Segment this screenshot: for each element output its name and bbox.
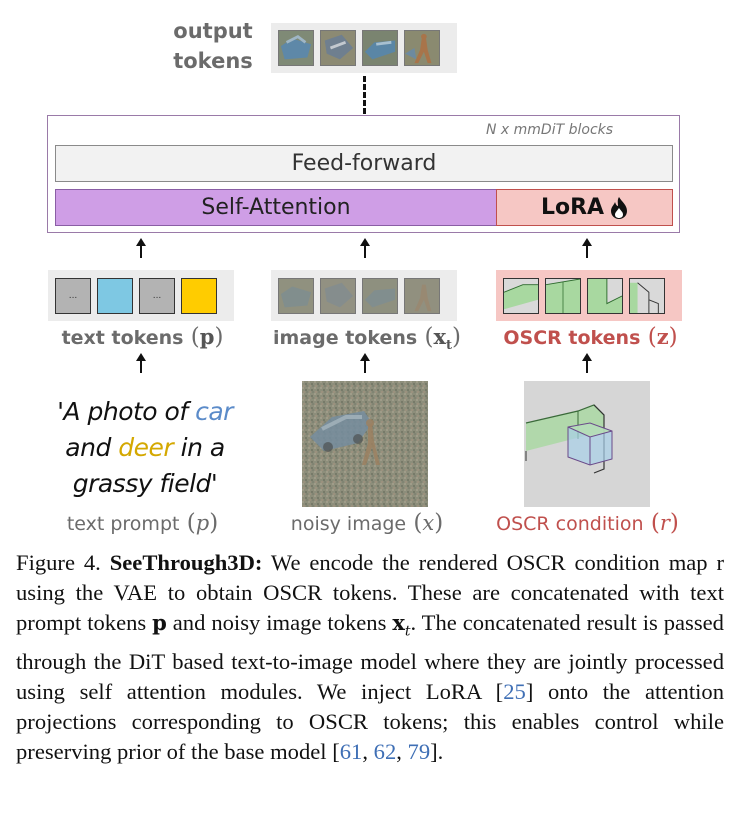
text-prompt-label: text prompt (p) <box>40 508 245 539</box>
text-prompt: 'A photo of car and deer in a grassy fie… <box>40 394 250 502</box>
citation-link[interactable]: 61 <box>340 739 363 764</box>
output-tokens-strip <box>271 23 457 73</box>
lora-box: LoRA <box>496 189 673 226</box>
oscr-token <box>545 278 581 314</box>
dashed-connector <box>363 76 366 114</box>
oscr-token <box>503 278 539 314</box>
text-token: ... <box>55 278 91 314</box>
image-token-noisy <box>362 278 398 314</box>
output-token-image <box>278 30 314 66</box>
image-token-noisy <box>278 278 314 314</box>
text-token <box>181 278 217 314</box>
oscr-condition-label: OSCR condition (r) <box>480 508 695 539</box>
block-label: N x mmDiT blocks <box>486 122 613 138</box>
oscr-token <box>629 278 665 314</box>
lora-label: LoRA <box>541 195 604 220</box>
output-token-image <box>362 30 398 66</box>
image-token-noisy <box>320 278 356 314</box>
noisy-image <box>302 381 428 507</box>
feed-forward-box: Feed-forward <box>55 145 673 182</box>
image-token-noisy <box>404 278 440 314</box>
text-token <box>97 278 133 314</box>
citation-link[interactable]: 79 <box>408 739 431 764</box>
oscr-condition-image <box>524 381 650 507</box>
citation-link[interactable]: 62 <box>374 739 397 764</box>
figure-caption: Figure 4. SeeThrough3D: We encode the re… <box>16 548 724 767</box>
fire-icon <box>610 196 628 220</box>
self-attention-box: Self-Attention <box>55 189 497 226</box>
output-tokens-label: output tokens <box>168 16 258 76</box>
text-token: ... <box>139 278 175 314</box>
noisy-image-label: noisy image (x) <box>262 508 472 539</box>
output-token-image <box>404 30 440 66</box>
image-tokens-strip <box>271 270 457 321</box>
oscr-token <box>587 278 623 314</box>
oscr-tokens-label: OSCR tokens (z) <box>488 322 693 353</box>
text-tokens-label: text tokens (p) <box>40 322 245 353</box>
citation-link[interactable]: 25 <box>503 679 526 704</box>
feed-forward-label: Feed-forward <box>292 151 437 176</box>
output-token-image <box>320 30 356 66</box>
oscr-tokens-strip <box>496 270 682 321</box>
text-tokens-strip: ... ... <box>48 270 234 321</box>
self-attention-label: Self-Attention <box>201 195 350 220</box>
